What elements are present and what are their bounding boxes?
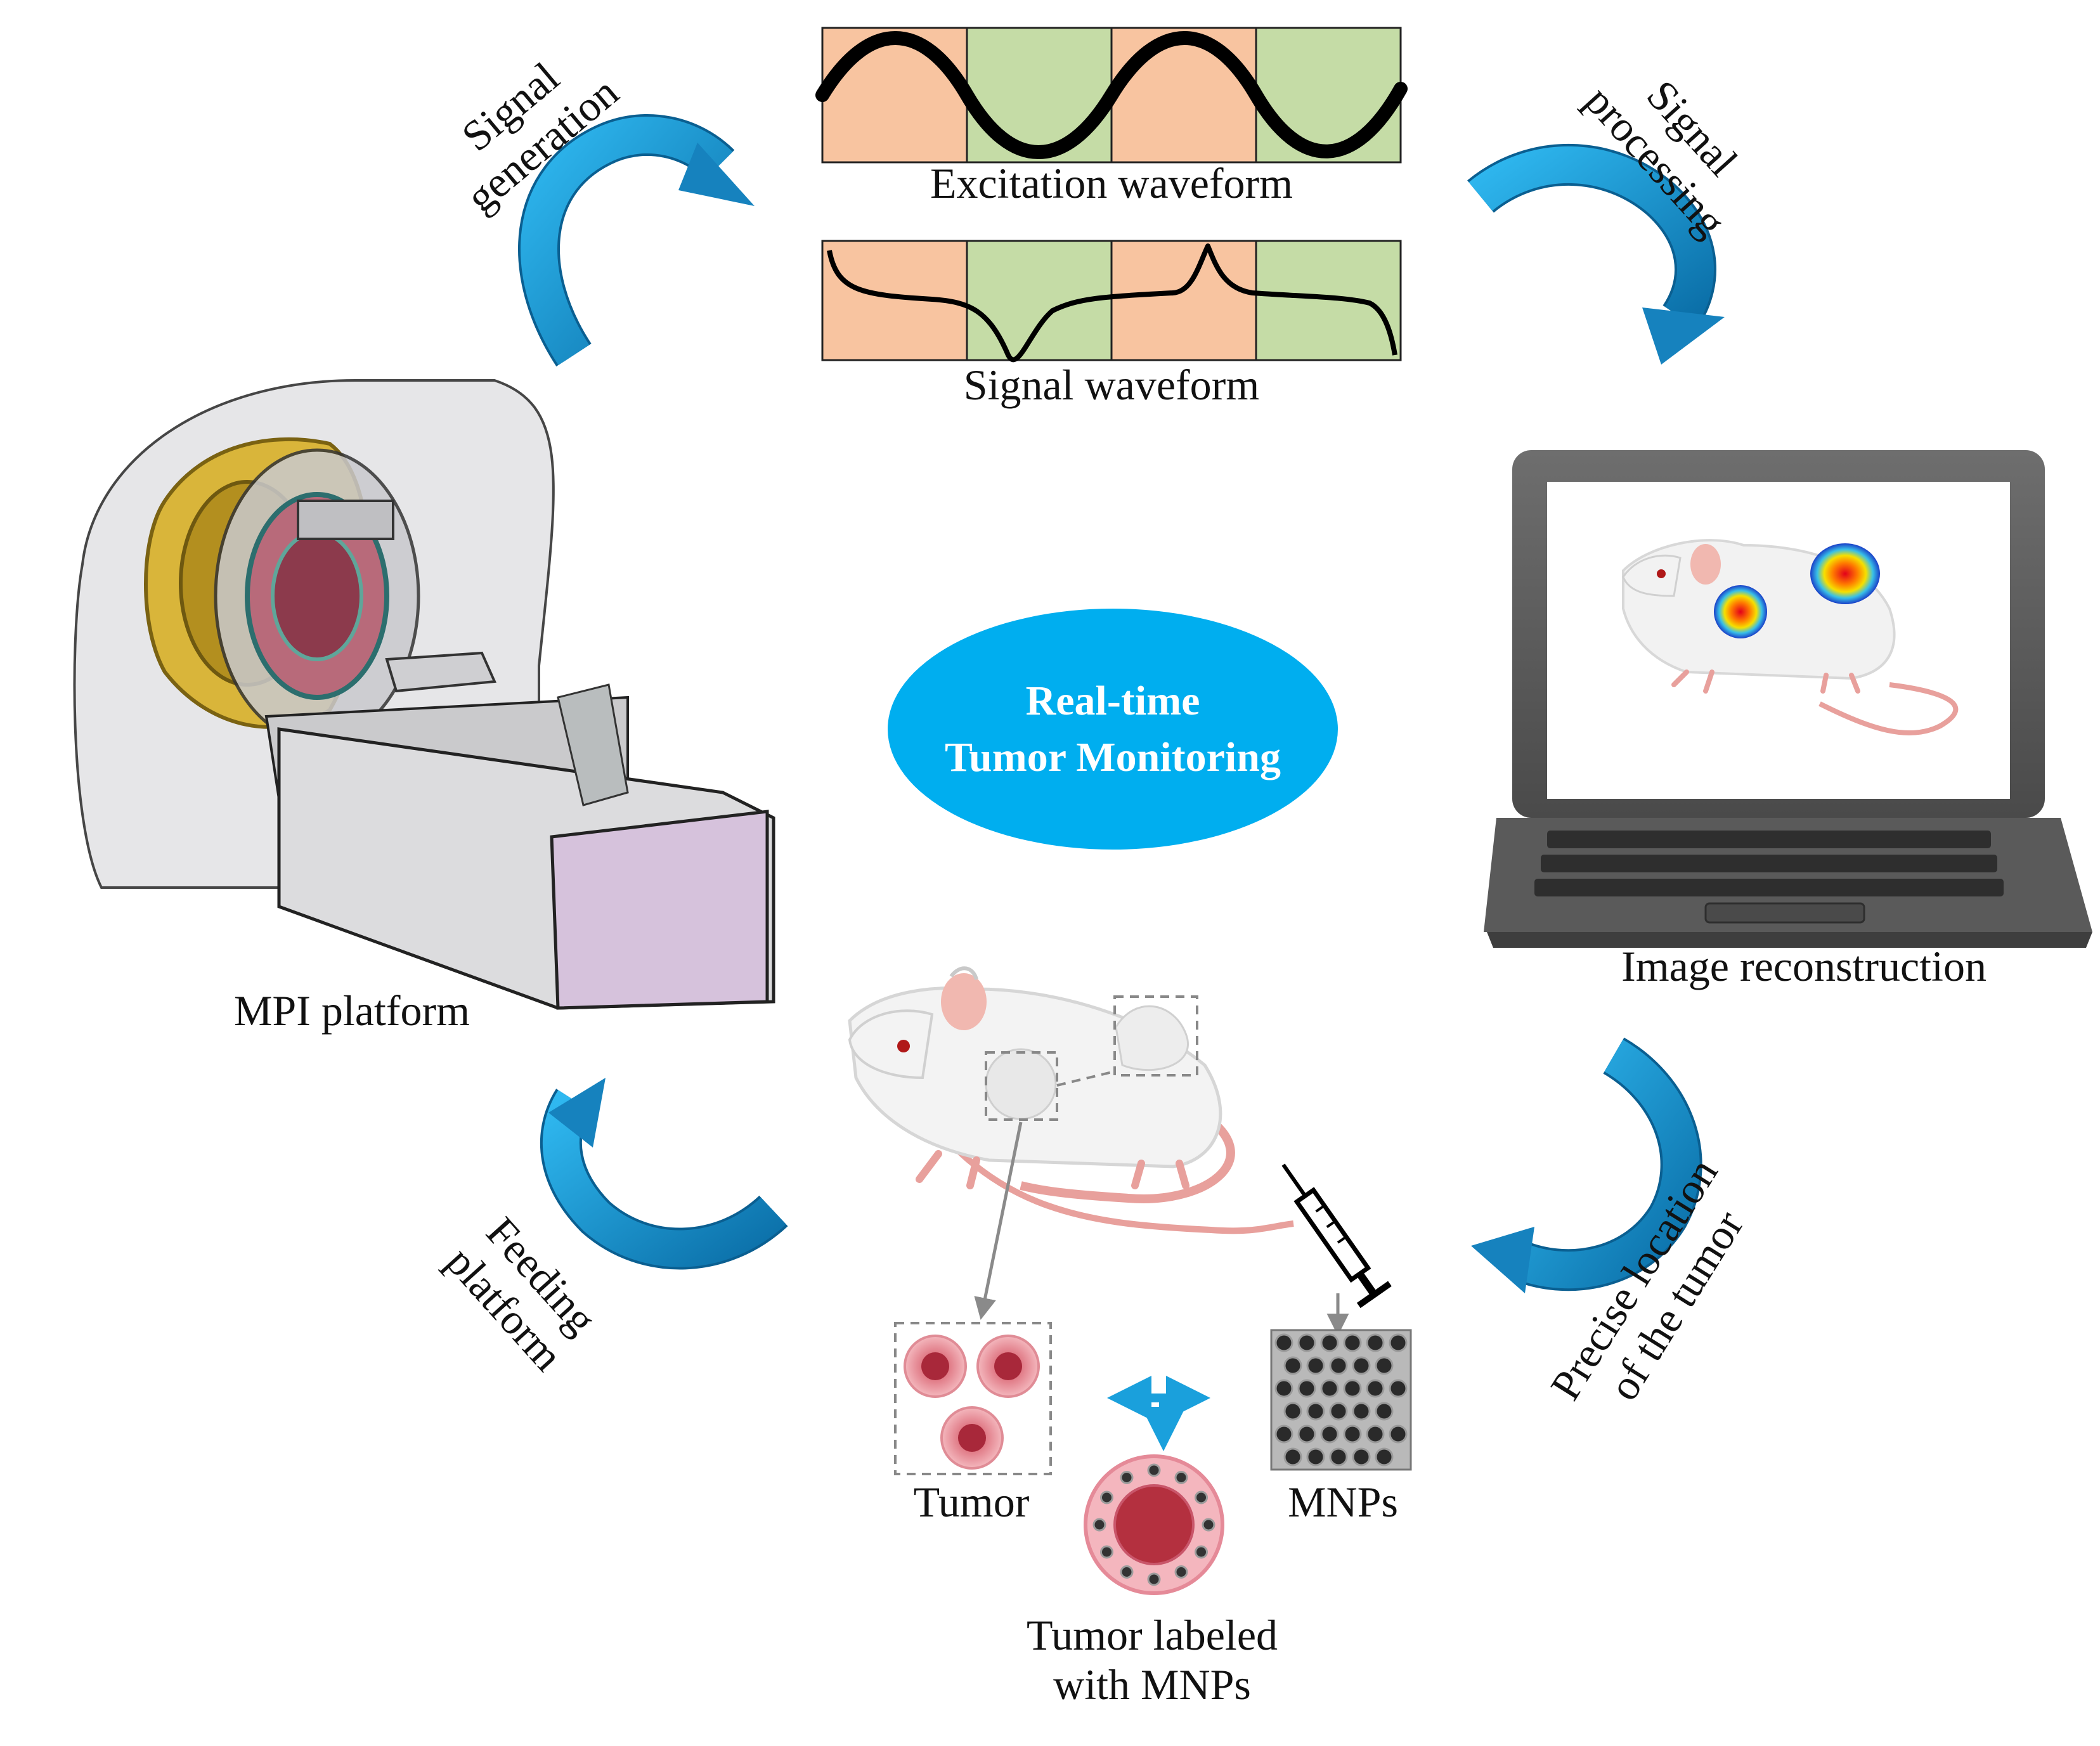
signal-response-wave <box>827 243 1397 363</box>
syringe-icon <box>1281 1163 1392 1309</box>
excitation-waveform-panel <box>815 27 1408 164</box>
nanoparticle <box>1329 1356 1348 1375</box>
nanoparticle <box>1283 1356 1302 1375</box>
mnps-label: MNPs <box>1288 1478 1398 1526</box>
nanoparticle <box>1343 1333 1362 1352</box>
nanoparticle <box>1389 1333 1408 1352</box>
nanoparticle <box>1389 1425 1408 1444</box>
nanoparticle <box>1366 1425 1385 1444</box>
nanoparticle <box>1306 1447 1325 1466</box>
nanoparticle <box>1120 1565 1134 1579</box>
image-reconstruction-label: Image reconstruction <box>1621 942 1987 990</box>
nanoparticle <box>1306 1402 1325 1421</box>
nanoparticle <box>1274 1425 1293 1444</box>
nanoparticle <box>1366 1379 1385 1398</box>
nanoparticle <box>1297 1333 1316 1352</box>
nanoparticle <box>1320 1333 1339 1352</box>
nanoparticle <box>1343 1379 1362 1398</box>
nanoparticle <box>1120 1471 1134 1484</box>
nanoparticle <box>1283 1447 1302 1466</box>
center-title-line2: Tumor Monitoring <box>945 734 1281 780</box>
signal-waveform-panel <box>821 240 1402 363</box>
mnps-micrograph <box>1270 1329 1412 1471</box>
nanoparticle <box>1147 1572 1161 1586</box>
nanoparticle <box>1343 1425 1362 1444</box>
tumor-cell <box>940 1406 1004 1470</box>
labeling-arrows <box>1107 1376 1210 1451</box>
waveform-cell <box>1256 28 1401 162</box>
nanoparticle <box>1195 1545 1208 1559</box>
arrow-precise-location <box>1471 1037 1702 1293</box>
center-title: Real-time Tumor Monitoring <box>885 609 1341 850</box>
nanoparticle <box>1174 1471 1188 1484</box>
nanoparticle <box>1329 1402 1348 1421</box>
nanoparticle <box>1297 1425 1316 1444</box>
tumor-selection-box <box>1113 995 1198 1077</box>
nanoparticle <box>1352 1356 1371 1375</box>
waveform-cell <box>1256 241 1401 360</box>
nanoparticle <box>1274 1379 1293 1398</box>
nanoparticle <box>1306 1356 1325 1375</box>
tumor-cell <box>904 1335 967 1398</box>
nanoparticle <box>1320 1425 1339 1444</box>
waveform-cell <box>1112 28 1256 162</box>
tumor-heat-spot <box>1810 543 1880 604</box>
nanoparticle <box>1366 1333 1385 1352</box>
laptop <box>1484 450 2092 948</box>
tumor-cell <box>976 1335 1040 1398</box>
nanoparticle <box>1375 1447 1394 1466</box>
excitation-sine-wave <box>815 31 1408 159</box>
tumor-cells <box>894 1322 1052 1475</box>
nanoparticle <box>1389 1379 1408 1398</box>
center-ellipse <box>888 609 1338 850</box>
nanoparticle <box>1100 1545 1113 1559</box>
tumor-label: Tumor <box>913 1478 1030 1526</box>
nanoparticle <box>1283 1402 1302 1421</box>
nanoparticle <box>1297 1379 1316 1398</box>
arrow-feeding-platform <box>540 1078 788 1270</box>
nanoparticle <box>1274 1333 1293 1352</box>
nanoparticle <box>1100 1491 1113 1504</box>
arrow-signal-generation <box>518 113 755 367</box>
nanoparticle <box>1352 1447 1371 1466</box>
excitation-waveform-label: Excitation waveform <box>930 159 1293 207</box>
nanoparticle <box>1147 1463 1161 1477</box>
tumor-labeled-label: Tumor labeled with MNPs <box>1026 1611 1278 1709</box>
waveform-cell <box>1112 241 1256 360</box>
tumor-selection-box <box>985 1051 1058 1121</box>
screen-mouse-image <box>1622 539 1959 735</box>
nanoparticle <box>1329 1447 1348 1466</box>
signal-waveform-label: Signal waveform <box>963 361 1260 409</box>
mpi-platform-label: MPI platform <box>233 986 470 1035</box>
nanoparticle <box>1320 1379 1339 1398</box>
waveform-cell <box>967 28 1112 162</box>
nanoparticle <box>1375 1356 1394 1375</box>
mpi-platform-machine <box>73 379 775 1010</box>
nanoparticle <box>1092 1518 1106 1532</box>
waveform-cell <box>822 28 967 162</box>
nanoparticle <box>1202 1518 1215 1532</box>
arrow-signal-processing <box>1467 143 1725 365</box>
tumor-mouse <box>848 966 1294 1234</box>
tumor-heat-spot <box>1714 585 1767 638</box>
labeled-tumor-cell <box>1084 1454 1224 1595</box>
nanoparticle <box>1195 1491 1208 1504</box>
nanoparticle <box>1174 1565 1188 1579</box>
nanoparticle <box>1375 1402 1394 1421</box>
center-title-line1: Real-time <box>1025 677 1200 724</box>
nanoparticle <box>1352 1402 1371 1421</box>
